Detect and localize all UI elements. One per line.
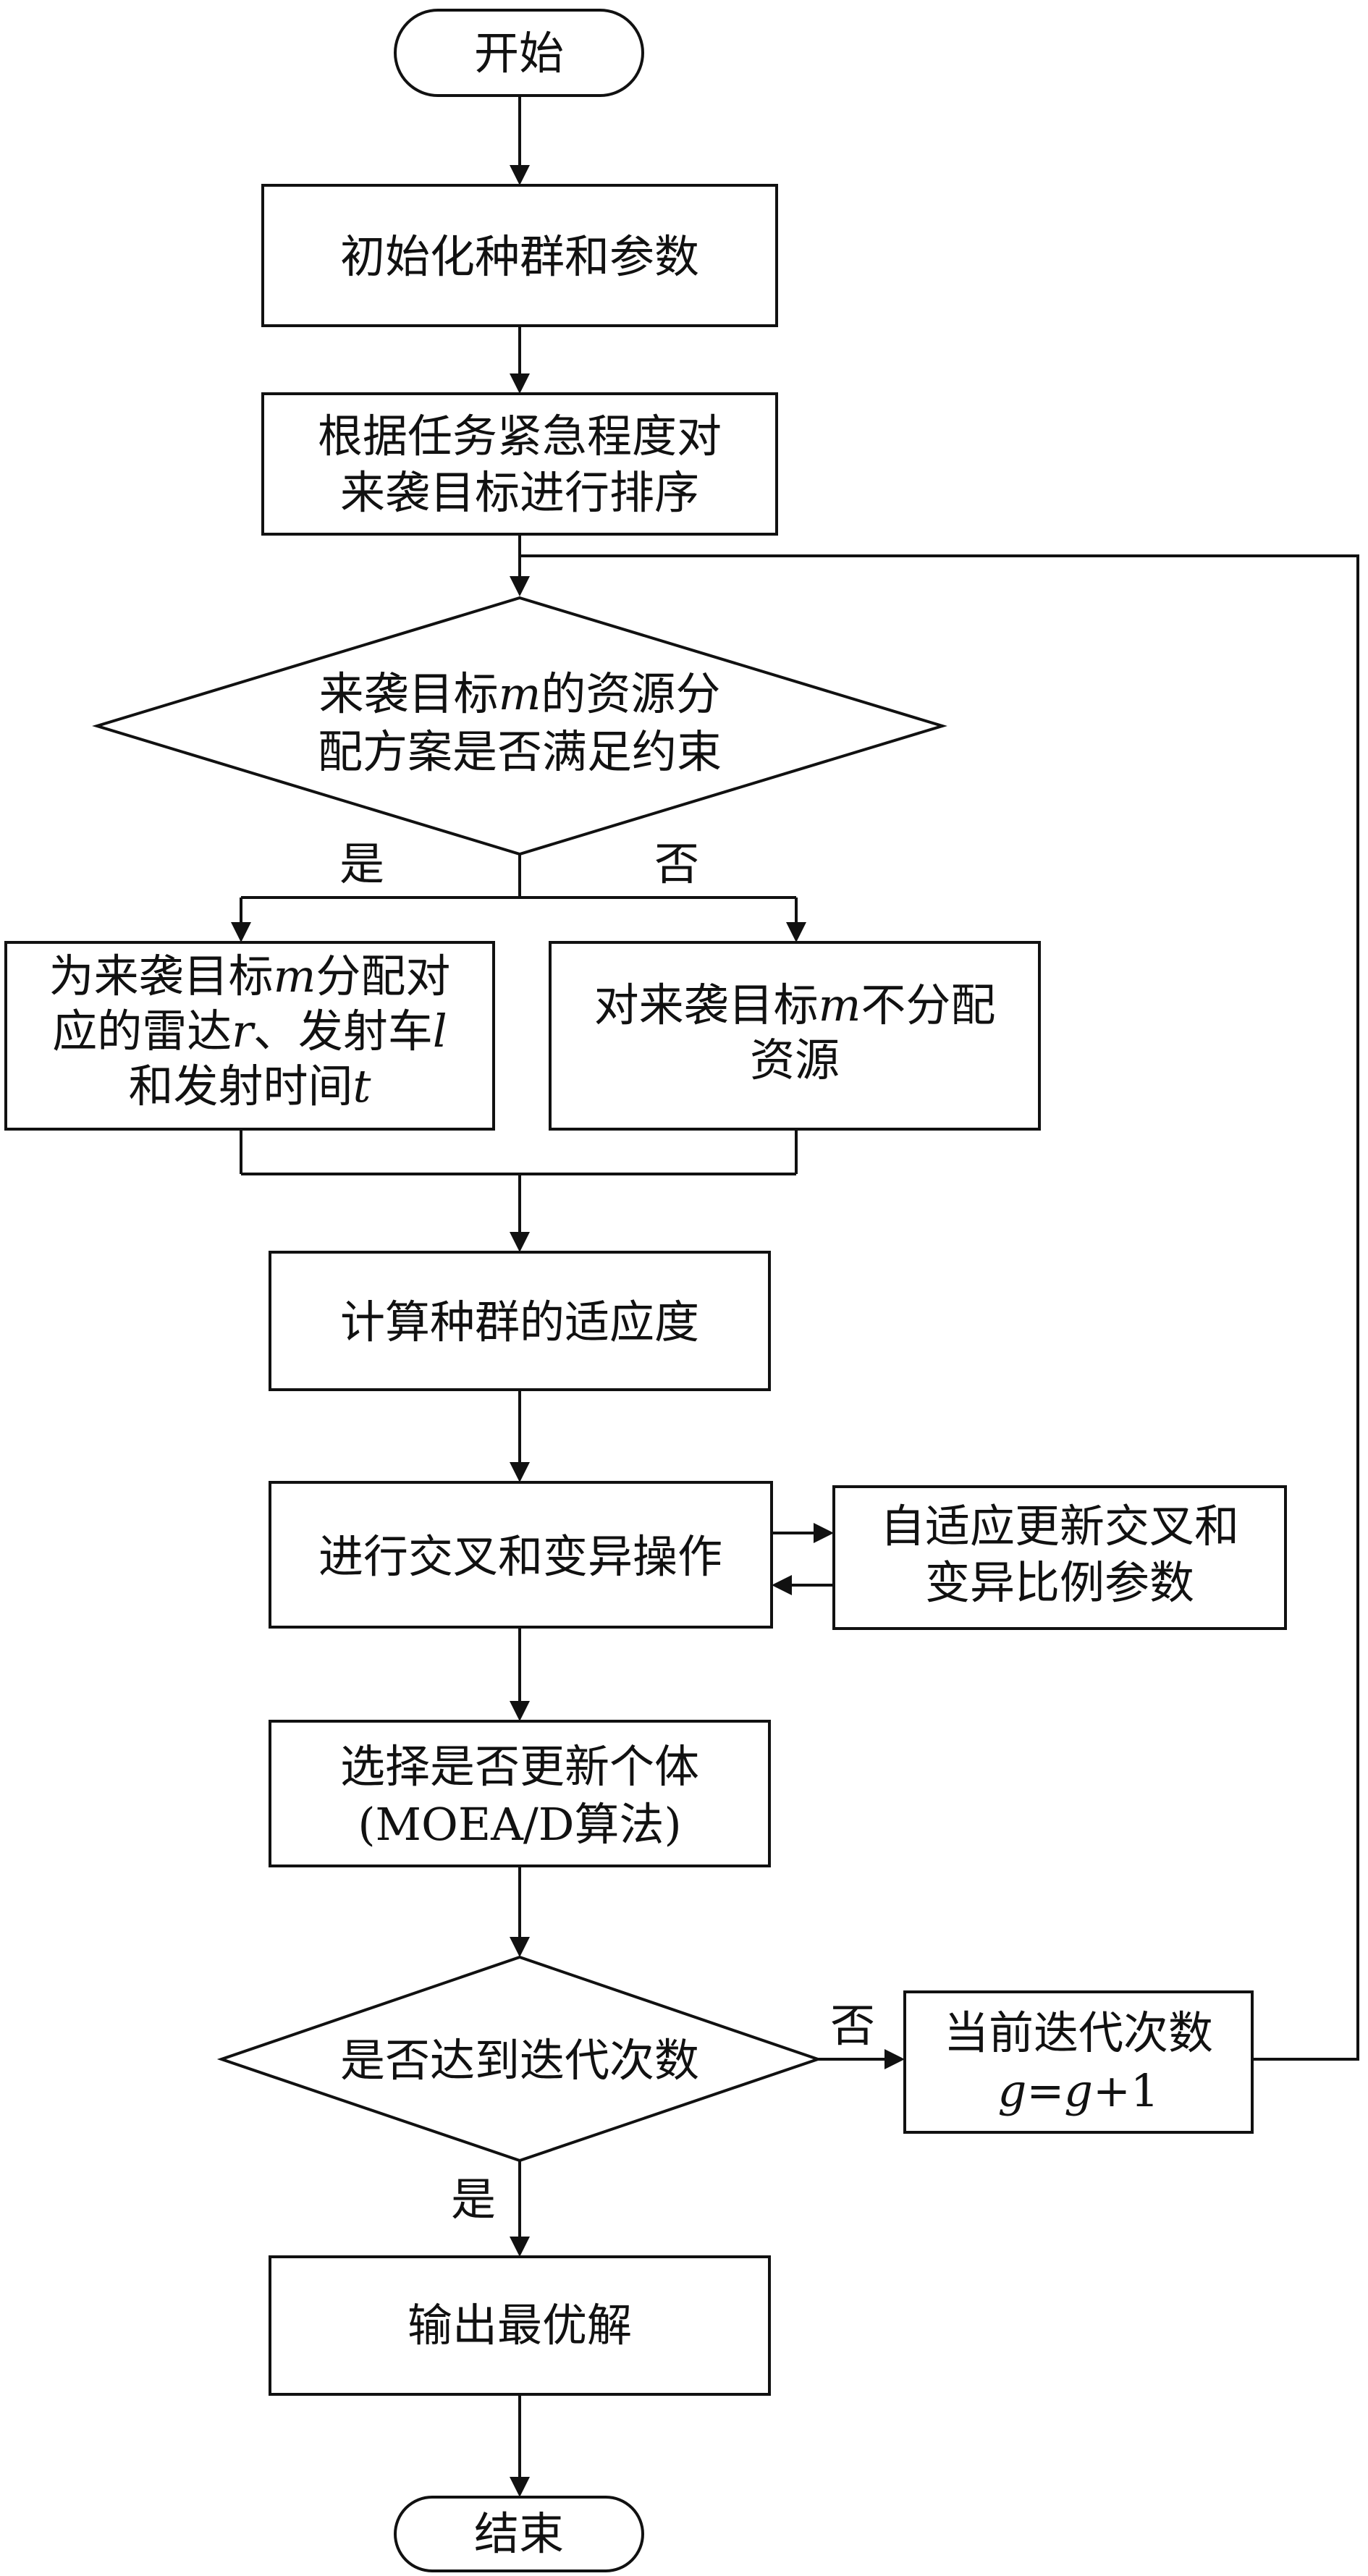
- adaptive-node: 自适应更新交叉和 变异比例参数: [832, 1485, 1287, 1630]
- arrow-to-iter: [510, 1937, 530, 1957]
- iter-update-box: [903, 1990, 1254, 2134]
- check-l1-a: 来袭目标: [319, 667, 499, 720]
- noassign-box: [549, 941, 1041, 1131]
- noassign-label-line1: 对来袭目标m不分配: [594, 979, 996, 1031]
- check-label-line2: 配方案是否满足约束: [318, 725, 722, 778]
- arrow-to-init: [510, 165, 530, 185]
- arrow-to-select: [510, 1701, 530, 1721]
- arrow-to-output: [510, 2237, 530, 2257]
- sort-label-line2: 来袭目标进行排序: [340, 466, 699, 519]
- noassign-l1-b: 不分配: [861, 979, 995, 1031]
- assign-label-line1: 为来袭目标m分配对: [49, 950, 451, 1002]
- crossover-label: 进行交叉和变异操作: [318, 1530, 722, 1583]
- start-node: 开始: [394, 9, 644, 97]
- iter-yes-label: 是: [451, 2173, 496, 2226]
- init-node: 初始化种群和参数: [261, 184, 778, 327]
- edge-loop-back: [520, 554, 1359, 2061]
- assign-l3-a: 和发射时间: [129, 1060, 353, 1112]
- iter-check-label: 是否达到迭代次数: [340, 2034, 699, 2087]
- noassign-l1-var: m: [819, 979, 861, 1031]
- assign-l2-var1: r: [232, 1005, 256, 1057]
- sort-node: 根据任务紧急程度对 来袭目标进行排序: [261, 392, 778, 536]
- crossover-node: 进行交叉和变异操作: [269, 1481, 773, 1629]
- fitness-label: 计算种群的适应度: [340, 1296, 699, 1348]
- arrow-to-crossover: [510, 1462, 530, 1482]
- arrow-back-to-crossover: [772, 1575, 792, 1595]
- select-box: [269, 1720, 771, 1867]
- check-l1-var: m: [499, 667, 541, 720]
- noassign-label-line2: 资源: [750, 1034, 840, 1086]
- iter-update-label-line2: g=g+1: [998, 2064, 1160, 2117]
- assign-l2-b: 、发射车: [253, 1005, 433, 1057]
- adaptive-label-line2: 变异比例参数: [925, 1556, 1194, 1609]
- arrow-to-noassign: [786, 922, 806, 942]
- arrow-to-check: [510, 576, 530, 596]
- sort-label-line1: 根据任务紧急程度对: [318, 410, 722, 463]
- iter-eq: =: [1026, 2064, 1064, 2117]
- init-box: [261, 184, 778, 327]
- select-label-line2: (MOEA/D算法): [358, 1798, 681, 1851]
- assign-label-line3: 和发射时间t: [129, 1060, 371, 1112]
- arrow-to-end: [510, 2477, 530, 2497]
- fitness-node: 计算种群的适应度: [269, 1251, 771, 1391]
- assign-node: 为来袭目标m分配对 应的雷达r、发射车l 和发射时间t: [4, 941, 495, 1131]
- init-label: 初始化种群和参数: [340, 230, 699, 283]
- assign-l3-var: t: [353, 1060, 371, 1112]
- iter-plus: +1: [1093, 2064, 1159, 2117]
- select-node: 选择是否更新个体 (MOEA/D算法): [269, 1720, 771, 1867]
- noassign-l1-a: 对来袭目标: [594, 979, 819, 1031]
- assign-l1-a: 为来袭目标: [49, 950, 274, 1002]
- arrow-to-fitness: [510, 1232, 530, 1252]
- arrow-to-update: [884, 2049, 905, 2069]
- check-decision: 来袭目标m的资源分 配方案是否满足约束: [92, 596, 947, 856]
- start-label: 开始: [474, 27, 564, 80]
- iter-g1: g: [998, 2064, 1027, 2117]
- output-box: [269, 2255, 771, 2396]
- iter-no-label: 否: [830, 1999, 875, 2052]
- noassign-node: 对来袭目标m不分配 资源: [549, 941, 1041, 1131]
- end-label: 结束: [474, 2507, 564, 2560]
- crossover-box: [269, 1481, 773, 1629]
- check-no-label: 否: [654, 837, 699, 890]
- output-node: 输出最优解: [269, 2255, 771, 2396]
- assign-label-line2: 应的雷达r、发射车l: [52, 1005, 447, 1057]
- output-label: 输出最优解: [408, 2299, 632, 2352]
- arrow-to-assign: [231, 922, 251, 942]
- arrow-to-adaptive: [814, 1523, 834, 1543]
- start-terminator: [394, 9, 644, 97]
- iter-update-label-line1: 当前迭代次数: [944, 2006, 1213, 2059]
- iter-g2: g: [1064, 2064, 1093, 2117]
- fitness-box: [269, 1251, 771, 1391]
- assign-box: [4, 941, 495, 1131]
- sort-box: [261, 392, 778, 536]
- edges: [231, 96, 1359, 2497]
- check-label-line1: 来袭目标m的资源分: [319, 667, 721, 720]
- adaptive-label-line1: 自适应更新交叉和: [880, 1500, 1239, 1553]
- assign-l2-var2: l: [433, 1005, 447, 1057]
- iter-decision: 是否达到迭代次数: [216, 1955, 823, 2163]
- arrow-to-sort: [510, 373, 530, 394]
- check-diamond: [92, 596, 947, 856]
- check-l1-b: 的资源分: [541, 667, 720, 720]
- assign-l1-var: m: [274, 950, 316, 1002]
- end-node: 结束: [394, 2496, 644, 2572]
- adaptive-box: [832, 1485, 1287, 1630]
- assign-l2-a: 应的雷达: [52, 1005, 232, 1057]
- select-label-line1: 选择是否更新个体: [340, 1740, 699, 1793]
- check-yes-label: 是: [339, 837, 384, 890]
- end-terminator: [394, 2496, 644, 2572]
- iter-diamond: [216, 1955, 823, 2163]
- iter-update-node: 当前迭代次数 g=g+1: [903, 1990, 1254, 2134]
- assign-l1-b: 分配对: [316, 950, 450, 1002]
